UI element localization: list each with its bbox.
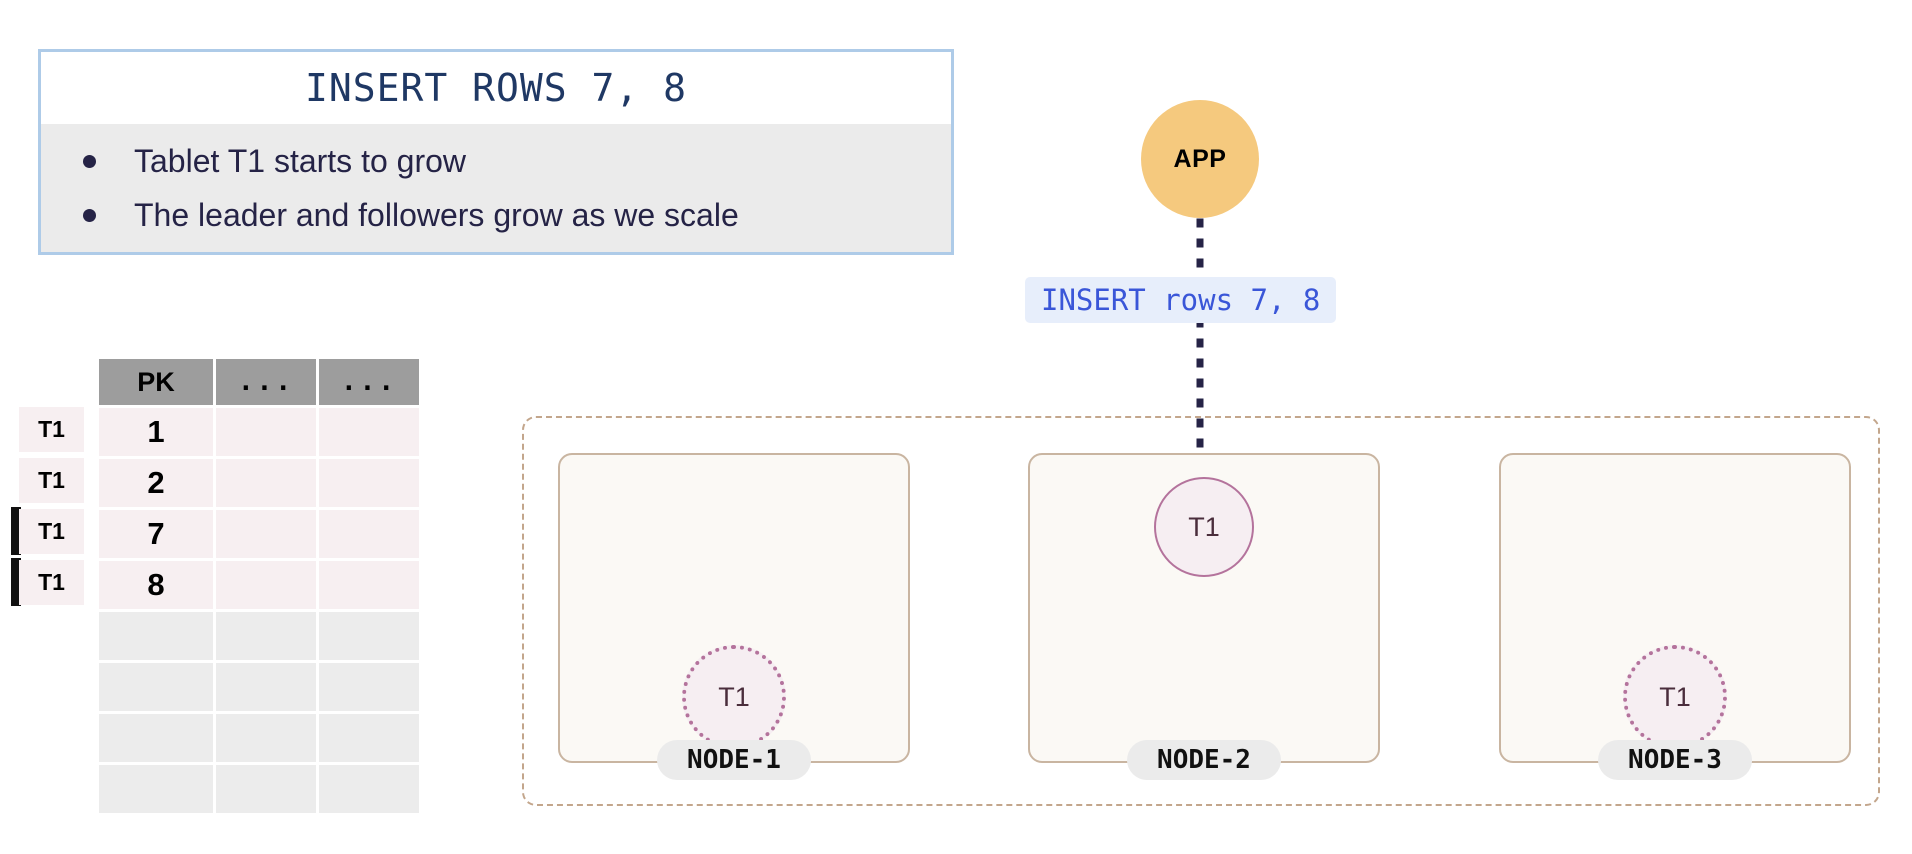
callout-bullet-text: Tablet T1 starts to grow <box>134 142 466 179</box>
tablet-row-label: T1 <box>19 407 84 452</box>
empty-cell <box>99 663 213 711</box>
node-box-node-3[interactable]: T1 NODE-3 <box>1499 453 1851 780</box>
column-header-dots-2: ... <box>319 359 419 405</box>
col2-cell <box>216 408 316 456</box>
empty-cell <box>99 765 213 813</box>
table-header-row: PK ... ... <box>99 359 419 405</box>
col2-cell <box>216 459 316 507</box>
node-box-node-1[interactable]: T1 NODE-1 <box>558 453 910 780</box>
table-row: 8 <box>99 561 419 609</box>
callout-bullet-item: The leader and followers grow as we scal… <box>41 188 951 242</box>
empty-cell <box>319 612 419 660</box>
column-header-pk: PK <box>99 359 213 405</box>
empty-cell <box>216 765 316 813</box>
empty-cell <box>99 612 213 660</box>
tablet-label: T1 <box>1659 681 1691 712</box>
tablet-row-label: T1 <box>19 458 84 503</box>
tablet-label: T1 <box>718 681 750 712</box>
col2-cell <box>216 561 316 609</box>
tablet-t1-leader[interactable]: T1 <box>1154 477 1254 577</box>
bullet-dot-icon <box>83 208 96 222</box>
new-row-marker <box>11 558 21 606</box>
tablet-row-label: T1 <box>19 560 84 605</box>
node-name-pill: NODE-1 <box>657 740 811 780</box>
bullet-dot-icon <box>83 154 96 168</box>
cluster-boundary: T1 NODE-1 T1 NODE-2 T1 NODE-3 <box>522 416 1880 806</box>
col3-cell <box>319 459 419 507</box>
tablet-row-label: T1 <box>19 509 84 554</box>
pk-cell: 1 <box>99 408 213 456</box>
empty-cell <box>99 714 213 762</box>
table-row-empty <box>99 714 419 762</box>
node-box-node-2[interactable]: T1 NODE-2 <box>1028 453 1380 780</box>
empty-cell <box>319 663 419 711</box>
tablet-t1-follower[interactable]: T1 <box>682 645 786 749</box>
col3-cell <box>319 510 419 558</box>
app-node: APP <box>1141 100 1259 218</box>
tablet-t1-follower[interactable]: T1 <box>1623 645 1727 749</box>
col2-cell <box>216 510 316 558</box>
insert-query-label: INSERT rows 7, 8 <box>1025 277 1337 323</box>
empty-cell <box>216 663 316 711</box>
table-row-empty <box>99 612 419 660</box>
col3-cell <box>319 408 419 456</box>
col3-cell <box>319 561 419 609</box>
callout-title: INSERT ROWS 7, 8 <box>41 52 951 124</box>
new-row-marker <box>11 507 21 555</box>
empty-cell <box>216 714 316 762</box>
callout-bullet-item: Tablet T1 starts to grow <box>41 134 951 188</box>
node-name-pill: NODE-2 <box>1127 740 1281 780</box>
callout-box: INSERT ROWS 7, 8 Tablet T1 starts to gro… <box>38 49 954 255</box>
table-row: 7 <box>99 510 419 558</box>
callout-bullet-text: The leader and followers grow as we scal… <box>134 196 739 233</box>
app-label: APP <box>1173 144 1227 173</box>
table-row: 1 <box>99 408 419 456</box>
node-name-pill: NODE-3 <box>1598 740 1752 780</box>
table-row-empty <box>99 663 419 711</box>
callout-body: Tablet T1 starts to grow The leader and … <box>41 124 951 252</box>
column-header-dots-1: ... <box>216 359 316 405</box>
table-row-empty <box>99 765 419 813</box>
pk-cell: 7 <box>99 510 213 558</box>
empty-cell <box>319 765 419 813</box>
empty-cell <box>319 714 419 762</box>
table-row: 2 <box>99 459 419 507</box>
empty-cell <box>216 612 316 660</box>
pk-cell: 8 <box>99 561 213 609</box>
tablet-label: T1 <box>1188 511 1220 542</box>
pk-cell: 2 <box>99 459 213 507</box>
